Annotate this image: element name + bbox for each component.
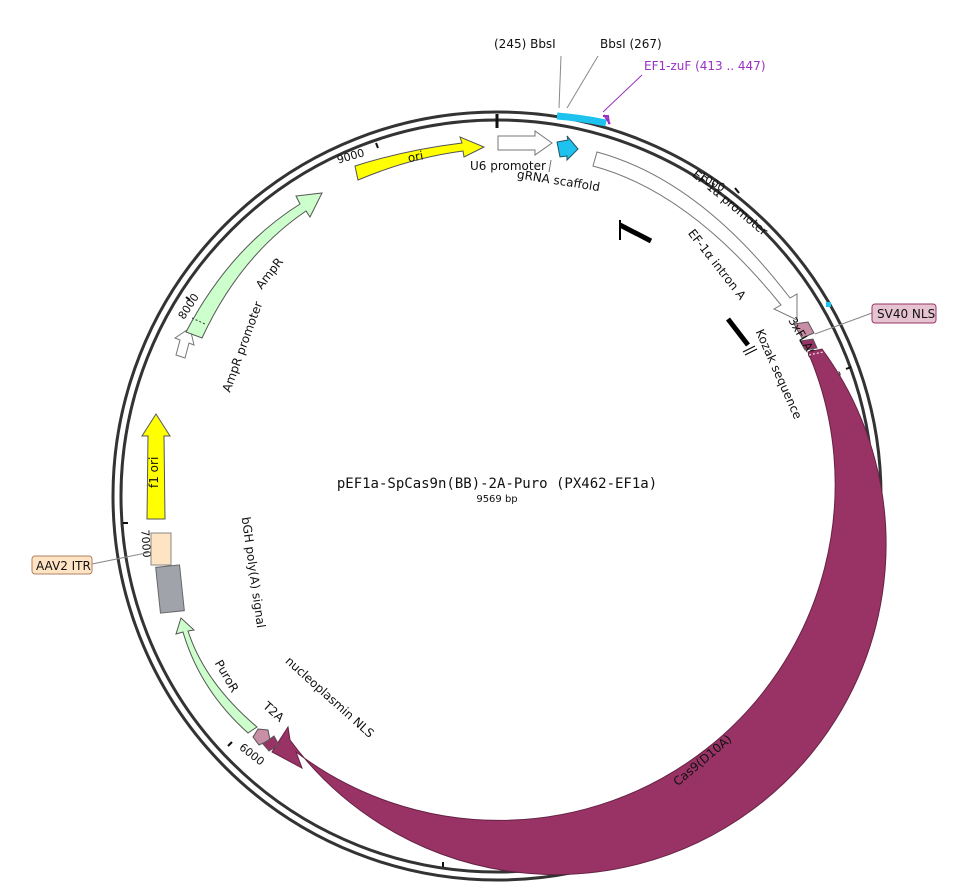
svg-text:9000: 9000: [335, 146, 365, 166]
feature-ori[interactable]: [354, 136, 486, 181]
plasmid-title: pEF1a-SpCas9n(BB)-2A-Puro (PX462-EF1a): [337, 476, 657, 492]
plasmid-length: 9569 bp: [476, 494, 517, 505]
sv40-nls-callout[interactable]: [871, 303, 937, 324]
feature-ampr-promoter[interactable]: [173, 327, 195, 359]
aav2-leader: [91, 551, 152, 565]
feature-t2a[interactable]: [262, 735, 280, 752]
primer-mark: [603, 114, 611, 125]
bbsi-2-leader: [566, 55, 599, 109]
label-sv40-nls: SV40 NLS: [877, 307, 935, 321]
label-f1-ori: f1 ori: [147, 457, 161, 488]
label-ef1a-promoter: EF-1α promoter: [690, 167, 771, 238]
feature-ef1a-promoter[interactable]: [592, 151, 798, 321]
label-nucleoplasmin-nls: nucleoplasmin NLS: [283, 654, 377, 741]
feature-bgh-polya[interactable]: [155, 564, 185, 614]
sv40-leader: [814, 312, 873, 335]
feature-cas9[interactable]: [271, 348, 887, 876]
grna-leader: [548, 159, 552, 173]
feature-puror[interactable]: [175, 617, 258, 734]
label-t2a: T2A: [259, 698, 287, 725]
label-ef1a-intron: EF-1α intron A: [685, 226, 749, 303]
label-bgh-polya: bGH poly(A) signal: [239, 516, 268, 629]
label-ef1-zuf-primer: EF1-zuF (413 .. 447): [644, 59, 766, 73]
feature-grna-scaffold[interactable]: [556, 135, 579, 162]
label-aav2-itr: AAV2 ITR: [36, 559, 91, 573]
feature-3xflag[interactable]: [799, 338, 818, 351]
feature-u6-promoter[interactable]: [497, 130, 553, 156]
feature-f1-ori[interactable]: [141, 413, 171, 520]
feature-aav2-itr[interactable]: [150, 532, 172, 566]
primer-leader: [602, 74, 643, 113]
svg-text:7000: 7000: [138, 529, 153, 558]
label-grna-scaffold: gRNA scaffold: [516, 167, 601, 194]
bbsi-1-leader: [558, 55, 562, 109]
feature-ampr[interactable]: [185, 192, 323, 339]
feature-sv40-nls[interactable]: [793, 321, 815, 339]
label-bbsi-1: (245) BbsI: [494, 37, 556, 51]
label-ampr-promoter: AmpR promoter: [220, 300, 266, 394]
kozak-mark-2: [744, 348, 758, 356]
bbsi-site-band[interactable]: [556, 112, 607, 127]
feature-kozak[interactable]: [726, 317, 750, 347]
svg-text:6000: 6000: [237, 741, 267, 768]
tick-7000: 7000: [123, 522, 153, 558]
label-ampr: AmpR: [253, 255, 286, 292]
label-bbsi-2: BbsI (267): [600, 37, 662, 51]
aav2-itr-callout[interactable]: [31, 555, 93, 575]
feature-ef1a-intron[interactable]: [618, 222, 653, 244]
kozak-mark: [742, 345, 756, 353]
label-ori: ori: [407, 148, 425, 165]
sv40-site-mark: [826, 302, 831, 307]
label-u6-promoter: U6 promoter: [470, 159, 546, 173]
